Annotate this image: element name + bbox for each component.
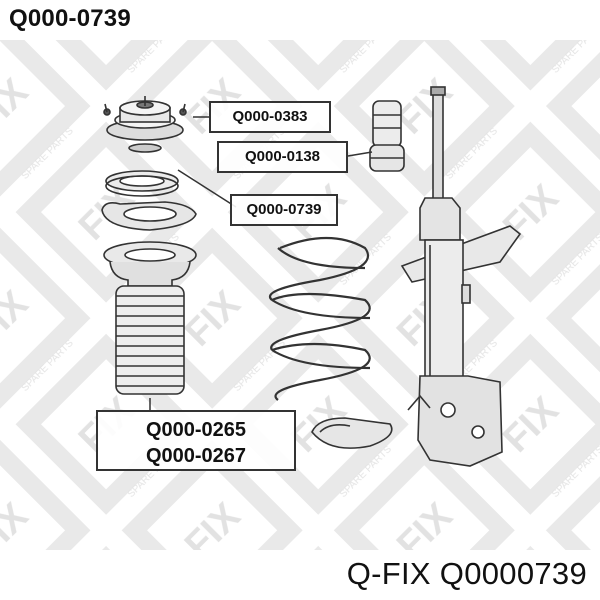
bearing-ring-part [105,170,179,197]
strut-mount-part [103,96,187,153]
callout-part-3[interactable]: Q000-0739 [230,194,338,226]
coil-spring-part [269,236,371,401]
bump-stop-part [369,100,405,172]
callout-part-2[interactable]: Q000-0138 [217,141,348,173]
callout-part-4-line2: Q000-0267 [145,445,247,467]
upper-spring-seat-part [101,201,197,231]
shock-absorber-part [400,86,522,467]
lower-spring-seat-part [311,417,393,449]
callout-part-1[interactable]: Q000-0383 [209,101,331,133]
part-drawings [101,86,522,467]
callout-part-4-line1: Q000-0265 [145,419,247,441]
brand-part-number: Q-FIX Q0000739 [346,556,587,591]
leader-lines [149,116,373,411]
page-title: Q000-0739 [9,5,131,32]
dust-boot-part [103,241,197,395]
callout-part-4[interactable]: Q000-0265 Q000-0267 [96,410,296,471]
